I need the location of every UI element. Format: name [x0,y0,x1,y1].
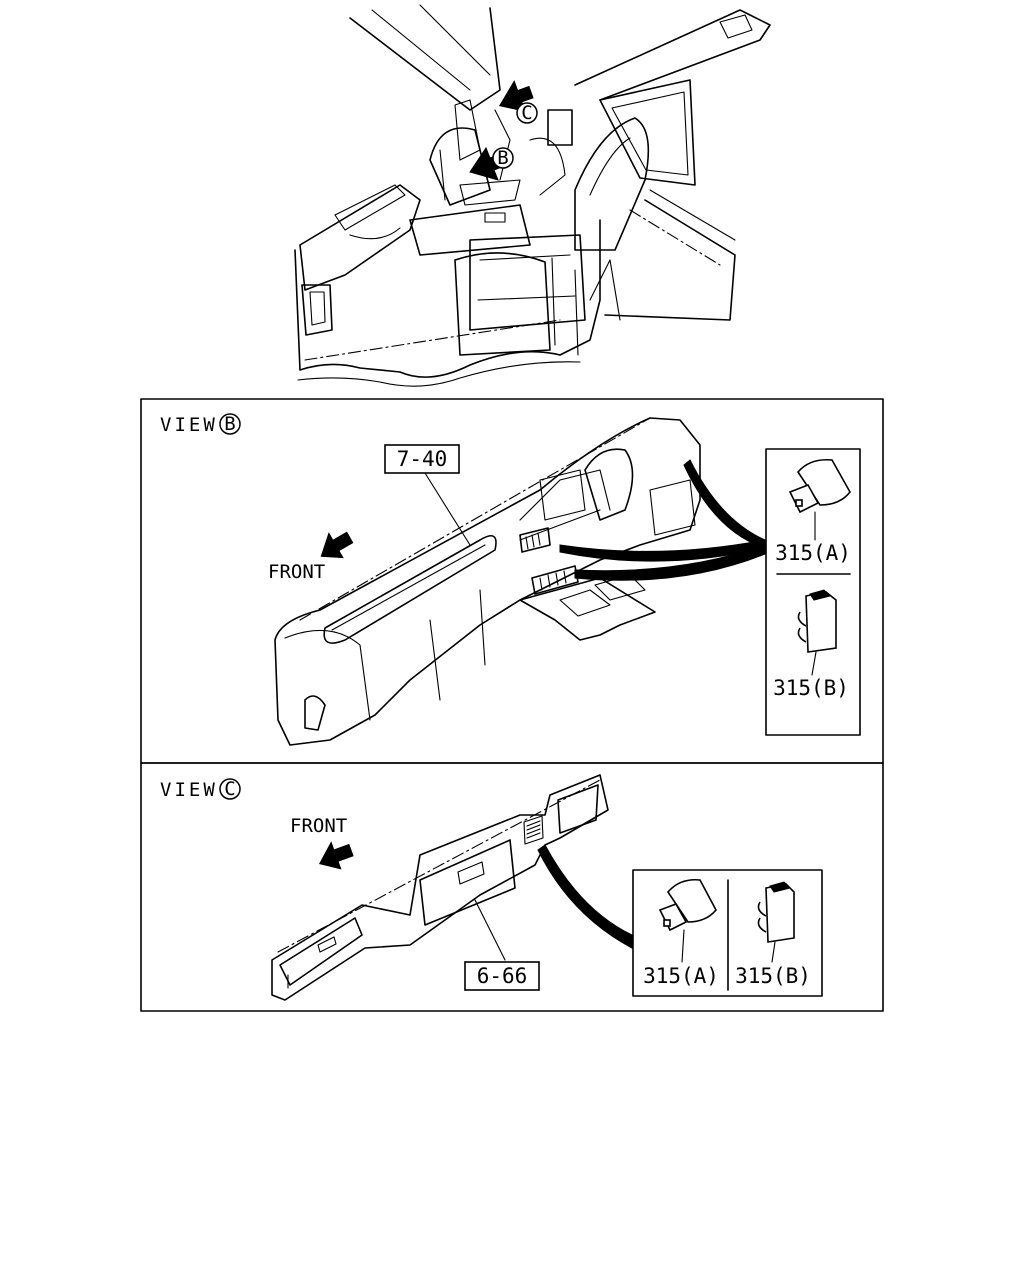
callout-c-marker: C [516,102,538,124]
dashboard-illustration [274,417,766,746]
view-b-parts-box [765,448,861,736]
front-arrow-icon-c [318,841,354,870]
connector-315b-leader [811,651,817,676]
part-6-66-callout: 6-66 [464,961,540,991]
view-b-marker-letter: B [224,413,235,435]
view-b-title: VIEW [160,414,218,436]
part-6-66-leader [474,899,506,961]
view-b-frame [140,398,884,764]
connector-315a-icon-c [658,878,717,932]
connector-315b-icon-c [757,881,795,943]
view-c-parts-box [632,869,823,997]
trim-panel-illustration [271,774,633,1001]
connector-315a-leader-c [681,929,685,963]
view-b-circle-marker: B [219,413,241,435]
cab-interior-illustration [294,4,771,387]
callout-b-marker: B [492,147,514,169]
connector-315b-leader-c [771,941,776,963]
front-arrow-icon [320,531,354,559]
part-315b-label: 315(B) [773,676,849,700]
view-c-title: VIEW [160,779,218,801]
part-315a-label-c: 315(A) [643,964,719,988]
part-6-66-label: 6-66 [477,964,528,988]
view-c-frame [140,762,884,1012]
connector-315a-icon [788,458,851,514]
view-b-front-label: FRONT [268,561,325,583]
callout-c-letter: C [521,102,532,124]
view-c-front-label: FRONT [290,815,347,837]
part-7-40-label: 7-40 [397,447,448,471]
view-c-circle-marker: C [219,778,241,800]
part-315b-label-c: 315(B) [735,964,811,988]
view-c-marker-letter: C [224,778,235,800]
callout-b-letter: B [497,147,508,169]
part-7-40-leader [424,472,471,546]
connector-315b-icon [797,589,837,653]
part-315a-label: 315(A) [775,541,851,565]
part-7-40-callout: 7-40 [384,444,460,474]
